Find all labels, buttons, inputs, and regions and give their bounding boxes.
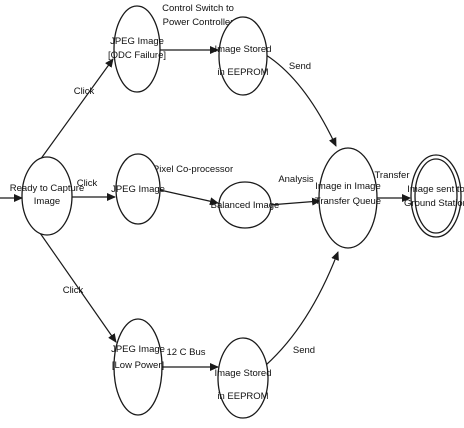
node-label-line: in EEPROM — [217, 391, 268, 402]
edge-label-control-switch-line1: Control Switch to — [162, 3, 234, 14]
node-image-stored-top: Image Stored in EEPROM — [214, 16, 272, 96]
node-label-line: Image Stored — [214, 44, 271, 55]
edge-label-control-switch-line2: Power Controller — [163, 17, 234, 28]
edge-label-analysis: Analysis — [278, 174, 314, 185]
node-label-line: [Low Power] — [112, 360, 164, 371]
node-label-line: JPEG Image — [111, 184, 165, 195]
edge-label-click-top: Click — [74, 86, 95, 97]
node-jpeg-odc-failure: JPEG Image [ODC Failure] — [108, 5, 166, 93]
edge-label-send-bottom: Send — [293, 345, 315, 356]
node-label-line: Image in Image — [315, 181, 380, 192]
node-label-line: Transfer Queue — [315, 196, 381, 207]
node-label-line: Ground Station — [404, 198, 464, 209]
edge-label-click-mid: Click — [77, 178, 98, 189]
edge-label-send-top: Send — [289, 61, 311, 72]
edge-ready-to-jpeg-odc — [39, 58, 114, 161]
edge-stored-bottom-to-queue — [265, 251, 339, 366]
node-label-line: Image Stored — [214, 368, 271, 379]
edge-jpeg-mid-to-balanced — [159, 189, 219, 206]
edge-label-click-bottom: Click — [63, 285, 84, 296]
edge-label-pixel-coprocessor: Pixel Co-processor — [153, 164, 233, 175]
edge-label-i2c-bus: 12 C Bus — [166, 347, 205, 358]
edge-stored-top-to-queue — [265, 54, 337, 147]
node-label-line: Image sent to — [407, 184, 464, 195]
edge-balanced-to-queue — [268, 197, 321, 206]
node-label-line: JPEG Image — [111, 344, 165, 355]
node-label-line: [ODC Failure] — [108, 50, 166, 61]
node-label-line: in EEPROM — [217, 67, 268, 78]
node-jpeg-low-power: JPEG Image [Low Power] — [111, 318, 165, 416]
edge-ready-to-jpeg-low — [39, 232, 117, 343]
node-label-line: Balanced Image — [211, 200, 280, 211]
node-label-line: JPEG Image — [110, 36, 164, 47]
edges — [0, 46, 411, 371]
node-image-sent-ground-station: Image sent to Ground Station — [404, 154, 464, 238]
node-label-line: Image — [34, 196, 60, 207]
edge-labels: Click Click Click Control Switch to Powe… — [63, 3, 410, 358]
edge-label-transfer: Transfer — [374, 170, 409, 181]
node-label-line: Ready to Capture — [10, 183, 84, 194]
node-ready-to-capture: Ready to Capture Image — [10, 156, 84, 236]
node-image-transfer-queue: Image in Image Transfer Queue — [315, 147, 381, 249]
node-balanced-image: Balanced Image — [211, 181, 280, 229]
node-jpeg-image: JPEG Image — [111, 153, 165, 225]
node-image-stored-bottom: Image Stored in EEPROM — [214, 337, 272, 419]
